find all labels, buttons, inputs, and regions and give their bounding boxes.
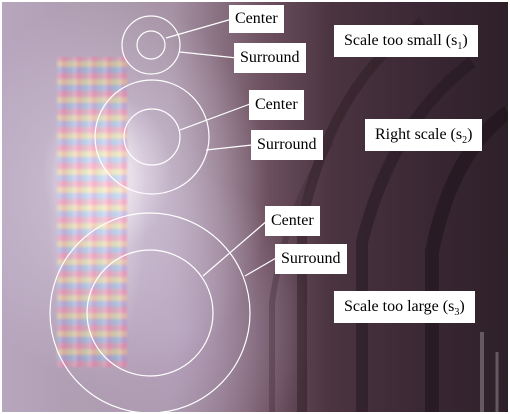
leader-center-mid <box>179 103 251 131</box>
leader-surround-small <box>179 51 238 59</box>
leader-surround-mid <box>205 144 253 151</box>
leader-center-small <box>165 18 233 39</box>
center-label-large: Center <box>265 206 320 236</box>
scale-label-large-close: ) <box>459 298 465 315</box>
leader-surround-large <box>244 257 277 277</box>
scale-label-right-text: Right scale (s <box>375 126 463 143</box>
surround-circle-mid <box>94 79 210 195</box>
scale-label-right-subscript: 2 <box>462 135 468 146</box>
leader-center-large <box>202 219 269 277</box>
surround-circle-large <box>49 212 251 414</box>
scale-label-large: Scale too large (s3) <box>334 291 475 323</box>
scale-label-large-text: Scale too large (s <box>344 298 455 315</box>
center-circle-small <box>136 30 166 60</box>
surround-label-mid: Surround <box>251 130 323 160</box>
stained-glass-window <box>57 57 127 367</box>
center-circle-large <box>86 249 214 377</box>
surround-label-large: Surround <box>275 244 347 274</box>
center-label-mid: Center <box>249 90 304 120</box>
center-label-small: Center <box>229 5 284 33</box>
scale-label-small-subscript: 1 <box>457 41 463 52</box>
scale-label-large-subscript: 3 <box>454 307 460 318</box>
scale-label-small-close: ) <box>462 32 468 49</box>
scale-label-right: Right scale (s2) <box>365 119 483 151</box>
surround-circle-small <box>121 15 181 75</box>
scale-label-small-text: Scale too small (s <box>344 32 458 49</box>
center-circle-mid <box>123 108 181 166</box>
scale-label-small: Scale too small (s1) <box>334 25 478 57</box>
scale-label-right-close: ) <box>467 126 473 143</box>
surround-label-small: Surround <box>234 43 306 73</box>
